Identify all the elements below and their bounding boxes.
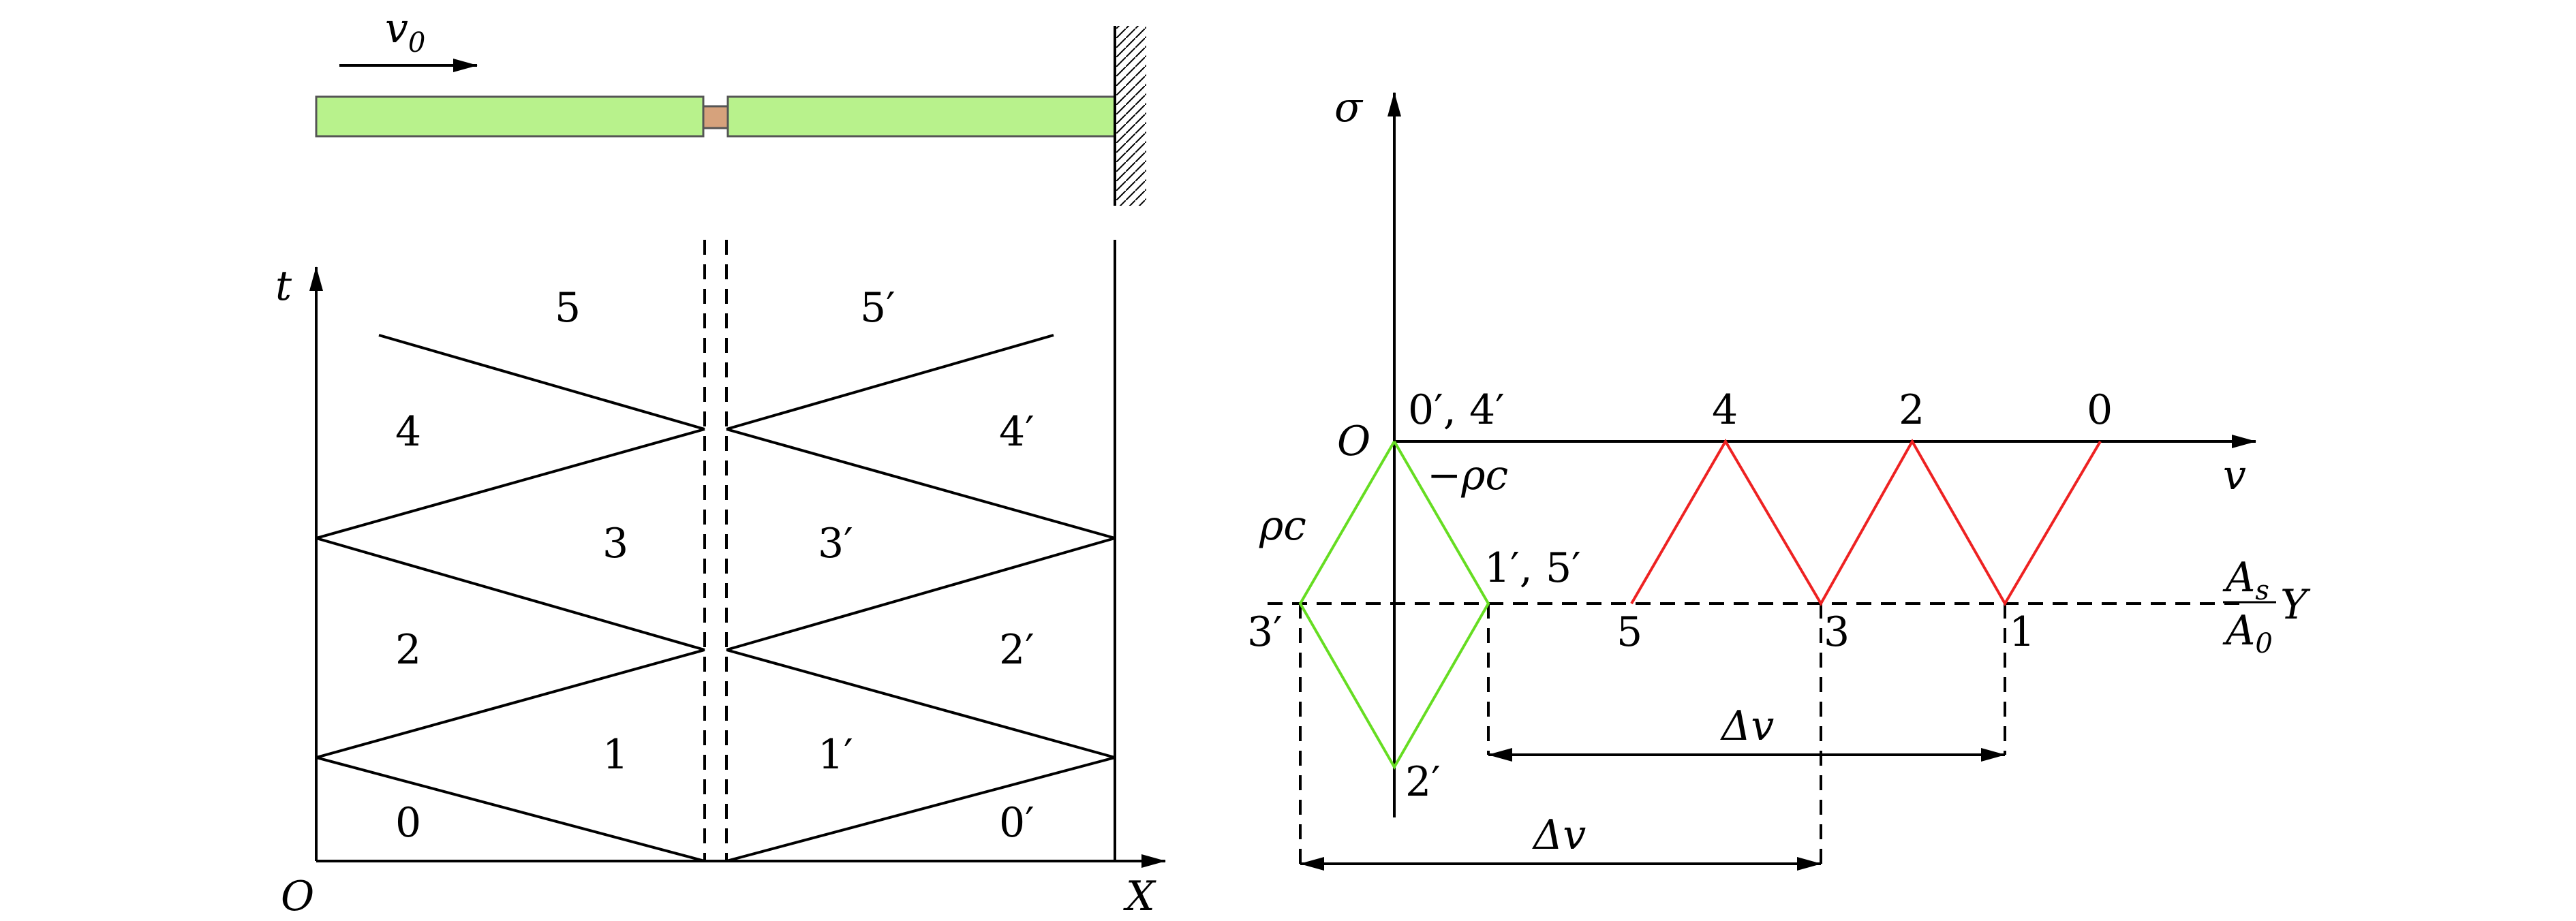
region-2-prime: 2′	[999, 626, 1034, 674]
x-axis-label: X	[1123, 873, 1156, 920]
region-0-prime: 0′	[999, 799, 1034, 847]
point-5-label: 5	[1616, 608, 1642, 656]
rigid-wall-hatch	[1116, 26, 1146, 206]
right-wave-lines	[726, 334, 1116, 862]
left-bar	[315, 95, 705, 138]
point-0-label: 0	[2087, 386, 2113, 434]
t-axis-label: t	[275, 262, 292, 310]
region-0: 0	[395, 799, 421, 847]
red-state-path	[1630, 438, 2102, 607]
green-state-path	[1298, 440, 1490, 770]
point-2-label: 2	[1899, 386, 1925, 434]
point-2p-label: 2′	[1405, 758, 1441, 806]
stress-velocity-diagram: σ v O 0′, 4′ 4 2 0 −ρc ρc 1′, 5′ 3′ 2′ 5…	[1247, 84, 2311, 871]
region-4-prime: 4′	[999, 408, 1034, 456]
velocity-label: v0	[385, 5, 425, 59]
yield-level-label: As A0 Y	[2222, 554, 2311, 659]
point-4-label: 4	[1712, 386, 1738, 434]
sv-origin-label: O	[1337, 418, 1370, 465]
region-5: 5	[555, 284, 581, 332]
point-1-label: 1	[2009, 608, 2035, 656]
bar-schematic: v0	[315, 5, 1146, 206]
region-2: 2	[395, 626, 421, 674]
slope-neg-label: −ρc	[1427, 452, 1508, 499]
region-4: 4	[395, 408, 421, 456]
xt-diagram: t X O 0 1 2 3 4 5 0′ 1′ 2′ 3′ 4′ 5′	[275, 240, 1166, 920]
delta-v-lower-label: Δv	[1532, 811, 1586, 859]
slope-pos-label: ρc	[1259, 502, 1306, 550]
point-3p-label: 3′	[1247, 608, 1283, 656]
sigma-axis-label: σ	[1334, 84, 1364, 131]
delta-v-upper-label: Δv	[1720, 702, 1774, 750]
left-wave-lines	[316, 334, 705, 862]
svg-text:Y: Y	[2280, 581, 2311, 629]
point-3-label: 3	[1824, 608, 1850, 656]
v-axis-label: v	[2223, 452, 2246, 499]
svg-text:As: As	[2222, 554, 2269, 606]
right-bar	[726, 95, 1116, 138]
region-1: 1	[602, 731, 628, 779]
svg-text:A0: A0	[2222, 607, 2273, 659]
point-1p5p-label: 1′, 5′	[1484, 544, 1581, 592]
joint-specimen	[702, 105, 729, 129]
region-1-prime: 1′	[818, 731, 853, 779]
region-3-prime: 3′	[818, 520, 853, 567]
region-5-prime: 5′	[860, 284, 895, 332]
dimension-guides	[1299, 604, 2006, 864]
region-3: 3	[602, 520, 628, 567]
point-0p4p-label: 0′, 4′	[1408, 386, 1505, 434]
origin-label: O	[281, 873, 314, 920]
